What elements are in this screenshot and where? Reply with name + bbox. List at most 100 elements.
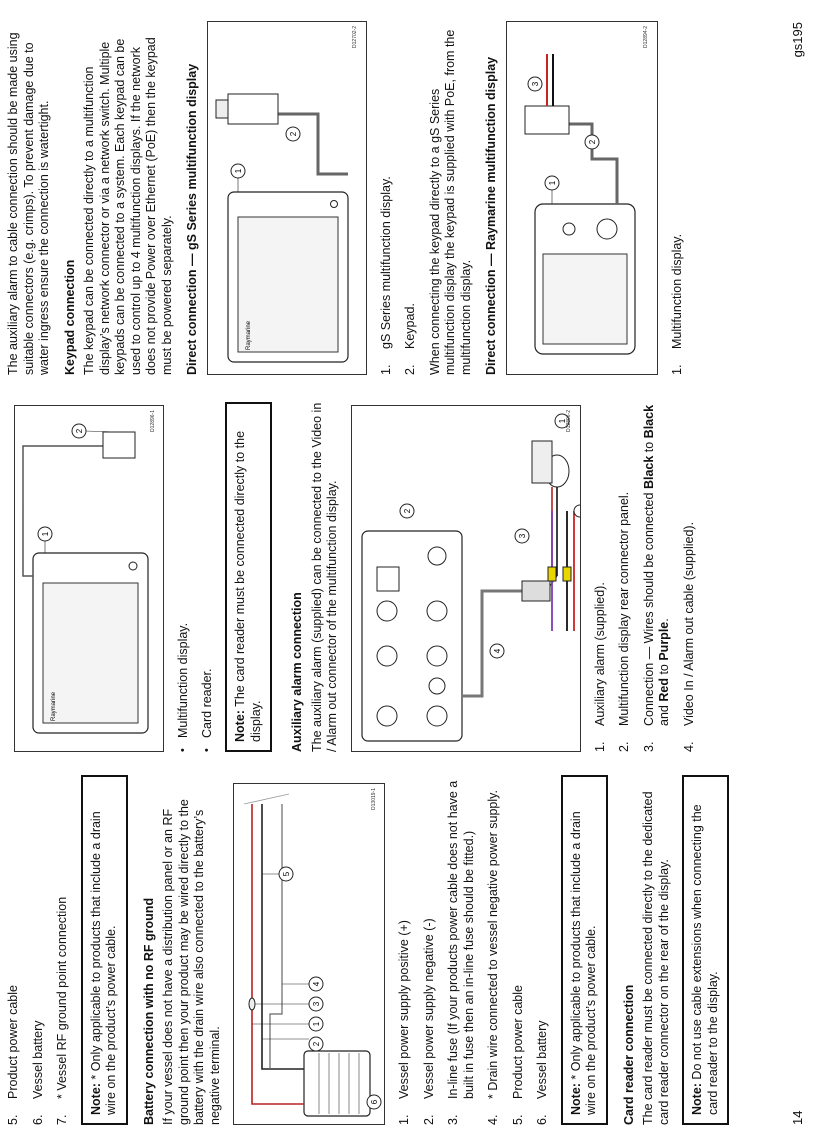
list-item: 2.Multifunction display rear connector p…	[617, 491, 631, 752]
card-reader-cable	[22, 445, 103, 577]
keypad-gs-diagram: Raymarine 1 2	[215, 93, 349, 363]
figure-battery-wiring: 1 2 3 4 5 6 D13019-1	[233, 783, 385, 1125]
list-item: 5.Product power cable	[510, 985, 525, 1125]
paragraph-aux-connection: The auxiliary alarm to cable connection …	[6, 32, 51, 375]
svg-text:3: 3	[531, 81, 540, 86]
list-item: 3.In-line fuse (If your products power c…	[446, 780, 476, 1125]
list-item: 2.Keypad.	[403, 303, 417, 375]
svg-text:3: 3	[518, 533, 527, 538]
rear-connector-panel	[360, 530, 463, 742]
list-gs-items: 1.gS Series multifunction display. 2.Key…	[379, 17, 419, 375]
svg-text:4: 4	[312, 981, 321, 986]
callout-1	[230, 163, 245, 179]
list-alarm-items: 1.Auxiliary alarm (supplied). 2.Multifun…	[593, 402, 698, 752]
figure-id: D12894-2	[643, 26, 649, 48]
list-item: 4.* Drain wire connected to vessel negat…	[486, 790, 500, 1125]
paragraph-card-reader: The card reader must be connected direct…	[641, 791, 671, 1125]
list-item: 1.Auxiliary alarm (supplied).	[592, 582, 607, 752]
callout-1	[554, 413, 569, 429]
note-drain-wire-2: Note: * Only applicable to products that…	[560, 775, 608, 1125]
callout-3	[527, 76, 542, 92]
negative-wire	[261, 804, 304, 1070]
callout-5	[278, 866, 294, 882]
list-raymarine-items: 1.Multifunction display.	[670, 17, 686, 375]
list-item: 2.Vessel power supply negative (-)	[421, 918, 436, 1125]
callout-2	[584, 134, 599, 150]
keypad-icon	[524, 105, 569, 135]
list-item: 1.Multifunction display.	[669, 233, 684, 375]
svg-text:2: 2	[312, 1041, 321, 1046]
paragraph-poe: When connecting the keypad directly to a…	[427, 29, 473, 375]
svg-text:3: 3	[312, 1001, 321, 1006]
svg-text:2: 2	[403, 508, 412, 513]
heading-direct-gs: Direct connection — gS Series multifunct…	[185, 63, 199, 375]
note-card-extensions: Note: Do not use cable extensions when c…	[682, 775, 729, 1125]
figure-auxiliary-alarm: 2 1 4 3 D12896-2	[350, 405, 581, 752]
list-item: 6.Vessel battery	[535, 1020, 549, 1125]
auxiliary-alarm-diagram: 2 1 4 3	[360, 413, 580, 742]
callout-2	[399, 503, 414, 519]
list-item: 1.Vessel power supply positive (+)	[397, 920, 411, 1125]
paragraph-keypad: The keypad can be connected directly to …	[82, 37, 174, 375]
figure-card-reader: Raymarine 1 2 D12896-1	[14, 405, 164, 752]
list-item: 1.gS Series multifunction display.	[378, 176, 393, 375]
paragraph-battery: If your vessel does not have a distribut…	[161, 799, 222, 1125]
svg-text:1: 1	[558, 418, 567, 423]
page-number: 14	[790, 1110, 805, 1125]
callout-3	[308, 996, 324, 1012]
svg-text:4: 4	[493, 648, 502, 653]
heading-card-reader: Card reader connection	[621, 984, 636, 1125]
network-cable	[277, 112, 348, 176]
heading-battery-connection: Battery connection with no RF ground	[141, 897, 156, 1125]
paragraph-auxiliary-alarm: The auxiliary alarm (supplied) can be co…	[309, 402, 340, 752]
svg-text:6: 6	[370, 1099, 379, 1104]
figure-id: D12896-2	[566, 410, 572, 432]
note-drain-wire: Note: * Only applicable to products that…	[80, 775, 128, 1125]
card-reader-icon	[102, 431, 136, 459]
svg-text:Raymarine: Raymarine	[51, 691, 57, 721]
list-item: •Card reader.	[199, 668, 214, 752]
callout-1	[37, 526, 53, 542]
column-1: 5.Product power cable 6.Vessel battery 7…	[6, 775, 743, 1125]
callout-2	[71, 423, 87, 439]
list-item: 5.Product power cable	[6, 985, 20, 1125]
note-card-reader-direct: Note: The card reader must be connected …	[225, 402, 272, 752]
list-cable-items: 5.Product power cable 6.Vessel battery 7…	[6, 775, 71, 1125]
battery-icon	[303, 1050, 371, 1117]
figure-keypad-raymarine: 1 2 3 D12894-2	[505, 21, 658, 375]
callout-2	[285, 126, 300, 142]
svg-text:2: 2	[75, 428, 84, 433]
keypad-icon	[227, 93, 278, 125]
svg-text:Raymarine: Raymarine	[246, 320, 252, 350]
svg-text:1: 1	[234, 168, 243, 173]
heading-keypad: Keypad connection	[62, 259, 77, 375]
column-2: Raymarine 1 2 D12896-1 •Multifunction di…	[6, 402, 706, 752]
svg-text:5: 5	[282, 871, 291, 876]
keypad-raymarine-diagram: 1 2 3	[524, 54, 636, 355]
svg-text:2: 2	[289, 131, 298, 136]
list-item: 3.Connection — Wires should be connected…	[641, 404, 672, 752]
drain-wire	[269, 804, 283, 1069]
callout-1	[544, 175, 559, 191]
callout-1	[308, 1016, 324, 1032]
heading-auxiliary-alarm: Auxiliary alarm connection	[290, 592, 304, 752]
figure-id: D12896-1	[149, 410, 156, 432]
figure-id: D13019-1	[370, 788, 377, 810]
list-card-reader: •Multifunction display. •Card reader.	[176, 402, 215, 752]
callout-6	[366, 1094, 382, 1110]
callout-2	[308, 1036, 324, 1052]
figure-keypad-gs: Raymarine 1 2 D12702-2	[206, 21, 367, 375]
svg-text:1: 1	[548, 180, 557, 185]
callout-3	[514, 528, 529, 544]
card-reader-diagram: Raymarine 1 2	[22, 423, 149, 734]
document-code: gs195	[790, 22, 805, 58]
svg-text:1: 1	[312, 1021, 321, 1026]
heading-direct-raymarine: Direct connection — Raymarine multifunct…	[484, 56, 498, 375]
list-item: 7.* Vessel RF ground point connection	[55, 896, 69, 1125]
list-item: •Multifunction display.	[176, 622, 190, 752]
callout-4	[308, 976, 324, 992]
callout-4	[489, 643, 504, 659]
inline-fuse-icon	[248, 997, 256, 1011]
display-screen	[42, 582, 139, 724]
